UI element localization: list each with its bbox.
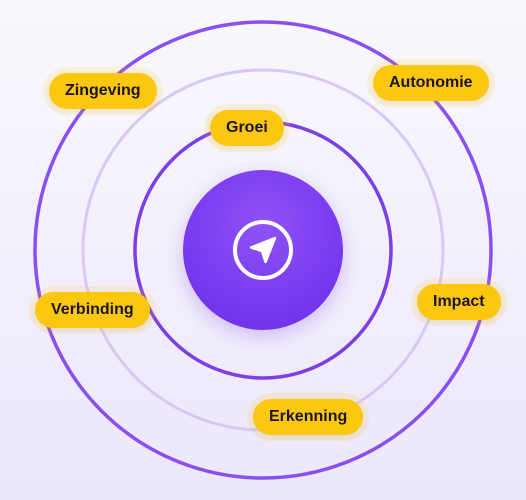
label-verbinding: Verbinding <box>35 292 150 328</box>
label-autonomie: Autonomie <box>373 65 489 101</box>
label-groei: Groei <box>210 110 284 146</box>
label-zingeving: Zingeving <box>49 73 157 109</box>
outer-ring <box>33 20 493 480</box>
navigation-arrow-icon <box>233 220 293 280</box>
label-erkenning: Erkenning <box>253 399 364 435</box>
label-impact: Impact <box>417 284 501 320</box>
center-circle <box>183 170 343 330</box>
